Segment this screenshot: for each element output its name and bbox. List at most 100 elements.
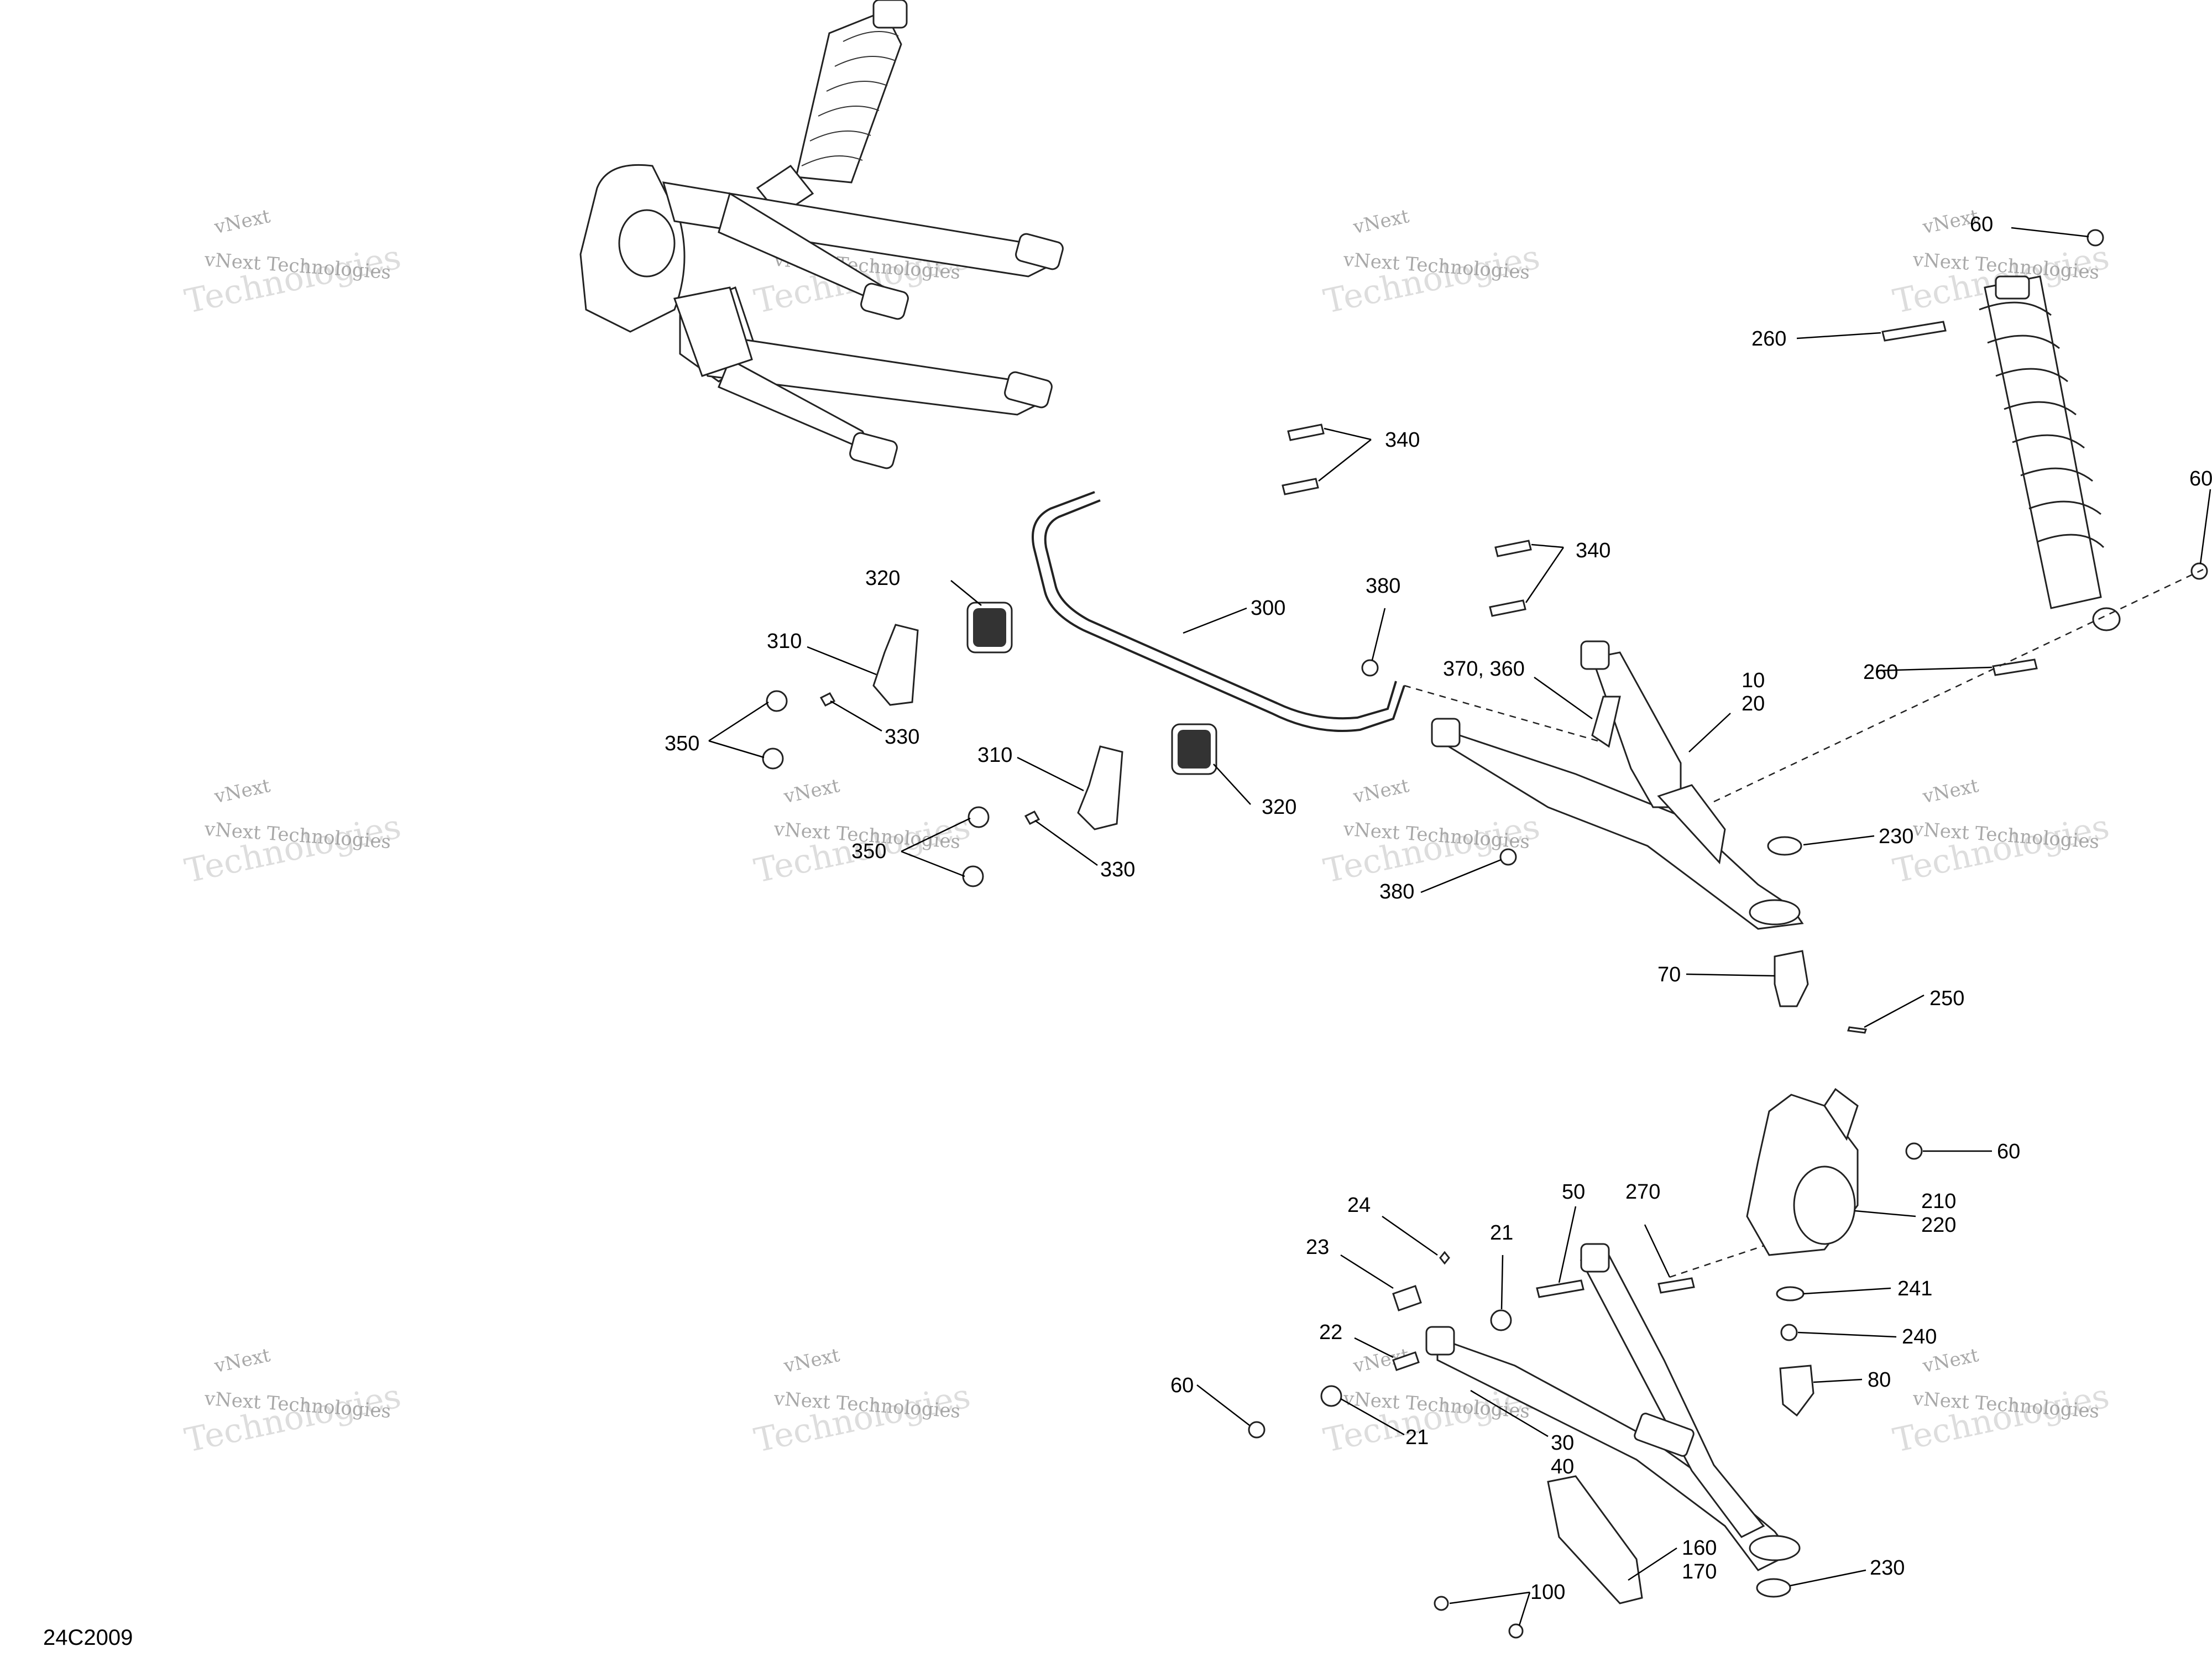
callout-340: 340 [1576, 539, 1610, 562]
callout-20: 20 [1742, 692, 1765, 715]
callout-210: 210 [1921, 1190, 1956, 1213]
callout-270: 270 [1625, 1180, 1660, 1204]
callout-70: 70 [1657, 963, 1681, 986]
bolt-260 [1992, 658, 2038, 676]
callout-340: 340 [1385, 428, 1420, 452]
watermark-top: vNext [1351, 775, 1411, 808]
bolt-50 [1536, 1279, 1585, 1298]
callout-380: 380 [1379, 880, 1414, 903]
callout-170: 170 [1682, 1560, 1717, 1583]
bolt-270 [1657, 1277, 1695, 1294]
bushing-21 [1320, 1385, 1342, 1407]
watermark: Technologies vNext vNext Technologies [1320, 1344, 1543, 1460]
callout-160: 160 [1682, 1536, 1717, 1560]
bushing-21 [1490, 1309, 1512, 1331]
callout-23: 23 [1306, 1236, 1329, 1259]
callout-350: 350 [665, 732, 699, 755]
nut-60 [2087, 229, 2104, 247]
screw-330 [819, 692, 836, 707]
callout-310: 310 [767, 630, 802, 653]
watermark-top: vNext [1920, 775, 1980, 808]
skid-guard [1434, 1475, 1643, 1639]
watermark: Technologies vNext vNext Technologies [181, 775, 404, 891]
callout-21: 21 [1405, 1426, 1429, 1449]
watermark-top: vNext [1920, 1344, 1980, 1378]
overview-upper-arm [662, 181, 1064, 320]
watermark-top: vNext [781, 1344, 841, 1378]
watermark: Technologies vNext vNext Technologies [1890, 1344, 2112, 1460]
bolt-340 [1287, 424, 1325, 441]
callout-260: 260 [1863, 661, 1898, 684]
overview-shock-absorber [756, 0, 908, 217]
callout-24: 24 [1347, 1194, 1371, 1217]
callout-21: 21 [1490, 1221, 1513, 1245]
circlip-230 [1767, 836, 1802, 856]
ball-joint-70 [1774, 950, 1809, 1007]
watermark-top: vNext [212, 205, 272, 239]
callout-10: 10 [1742, 669, 1765, 692]
bolt-340 [1494, 540, 1532, 557]
callout-370-360: 370, 360 [1443, 657, 1525, 681]
callout-60: 60 [1970, 213, 1993, 236]
screw-100 [1508, 1623, 1524, 1639]
callout-320: 320 [1262, 796, 1296, 819]
watermark: Technologies vNext vNext Technologies [181, 1344, 404, 1460]
callout-350: 350 [851, 840, 886, 863]
nut-350 [968, 806, 990, 828]
callout-230: 230 [1879, 825, 1913, 848]
lower-a-arm [1248, 1243, 1801, 1571]
clip-24 [1439, 1251, 1450, 1265]
watermark-layer: Technologies vNext vNext Technologies Te… [181, 205, 2112, 1460]
bushing-320b [1171, 723, 1217, 775]
nut-350 [766, 690, 788, 712]
callout-22: 22 [1319, 1321, 1342, 1344]
callout-250: 250 [1929, 987, 1964, 1010]
screw-100 [1434, 1596, 1449, 1611]
callout-labels: 340 340 320 300 380 310 330 350 310 320 … [665, 213, 2212, 1604]
watermark-top: vNext [212, 775, 272, 808]
cotter-pin-250 [1847, 1026, 1867, 1034]
bracket-310b [1077, 745, 1123, 830]
nut-60 [1905, 1142, 1923, 1160]
ball-joint-80 [1779, 1365, 1814, 1417]
callout-60: 60 [2189, 467, 2212, 490]
callout-241: 241 [1897, 1277, 1932, 1300]
callout-80: 80 [1868, 1368, 1891, 1392]
bolt-340 [1489, 599, 1526, 617]
nut-350 [762, 747, 784, 770]
nut-60 [1248, 1421, 1266, 1439]
assembly-guide-lines [1404, 568, 2204, 1278]
bushing-320a [966, 602, 1013, 654]
callout-60: 60 [1997, 1140, 2020, 1163]
callout-310: 310 [977, 744, 1012, 767]
callout-230: 230 [1870, 1556, 1905, 1580]
washer-23 [1392, 1285, 1422, 1311]
washer-241 [1776, 1286, 1805, 1301]
bracket-310a [872, 624, 919, 706]
front-shock-absorber [1881, 229, 2208, 676]
steering-knuckle [1746, 1088, 1923, 1417]
callout-220: 220 [1921, 1214, 1956, 1237]
sway-bar [1032, 491, 1405, 732]
circlip-230 [1756, 1578, 1791, 1598]
nut-350 [962, 865, 984, 887]
bolt-340 [1282, 478, 1319, 495]
callout-300: 300 [1251, 597, 1285, 620]
callout-30: 30 [1551, 1431, 1574, 1455]
watermark-top: vNext [1351, 205, 1411, 239]
sway-bar-group [762, 424, 1532, 887]
callout-100: 100 [1530, 1581, 1565, 1604]
upper-a-arm [1431, 640, 1804, 930]
overview-lower-arm [673, 286, 1053, 469]
nut-380 [1361, 659, 1379, 677]
callout-240: 240 [1902, 1325, 1937, 1348]
watermark: Technologies vNext vNext Technologies [751, 1344, 974, 1460]
watermark-top: vNext [212, 1344, 272, 1378]
callout-260: 260 [1751, 327, 1786, 351]
callout-380: 380 [1366, 574, 1400, 598]
diagram-reference-code: 24C2009 [43, 1625, 133, 1650]
watermark: Technologies vNext vNext Technologies [1320, 775, 1543, 891]
callout-330: 330 [885, 725, 919, 749]
